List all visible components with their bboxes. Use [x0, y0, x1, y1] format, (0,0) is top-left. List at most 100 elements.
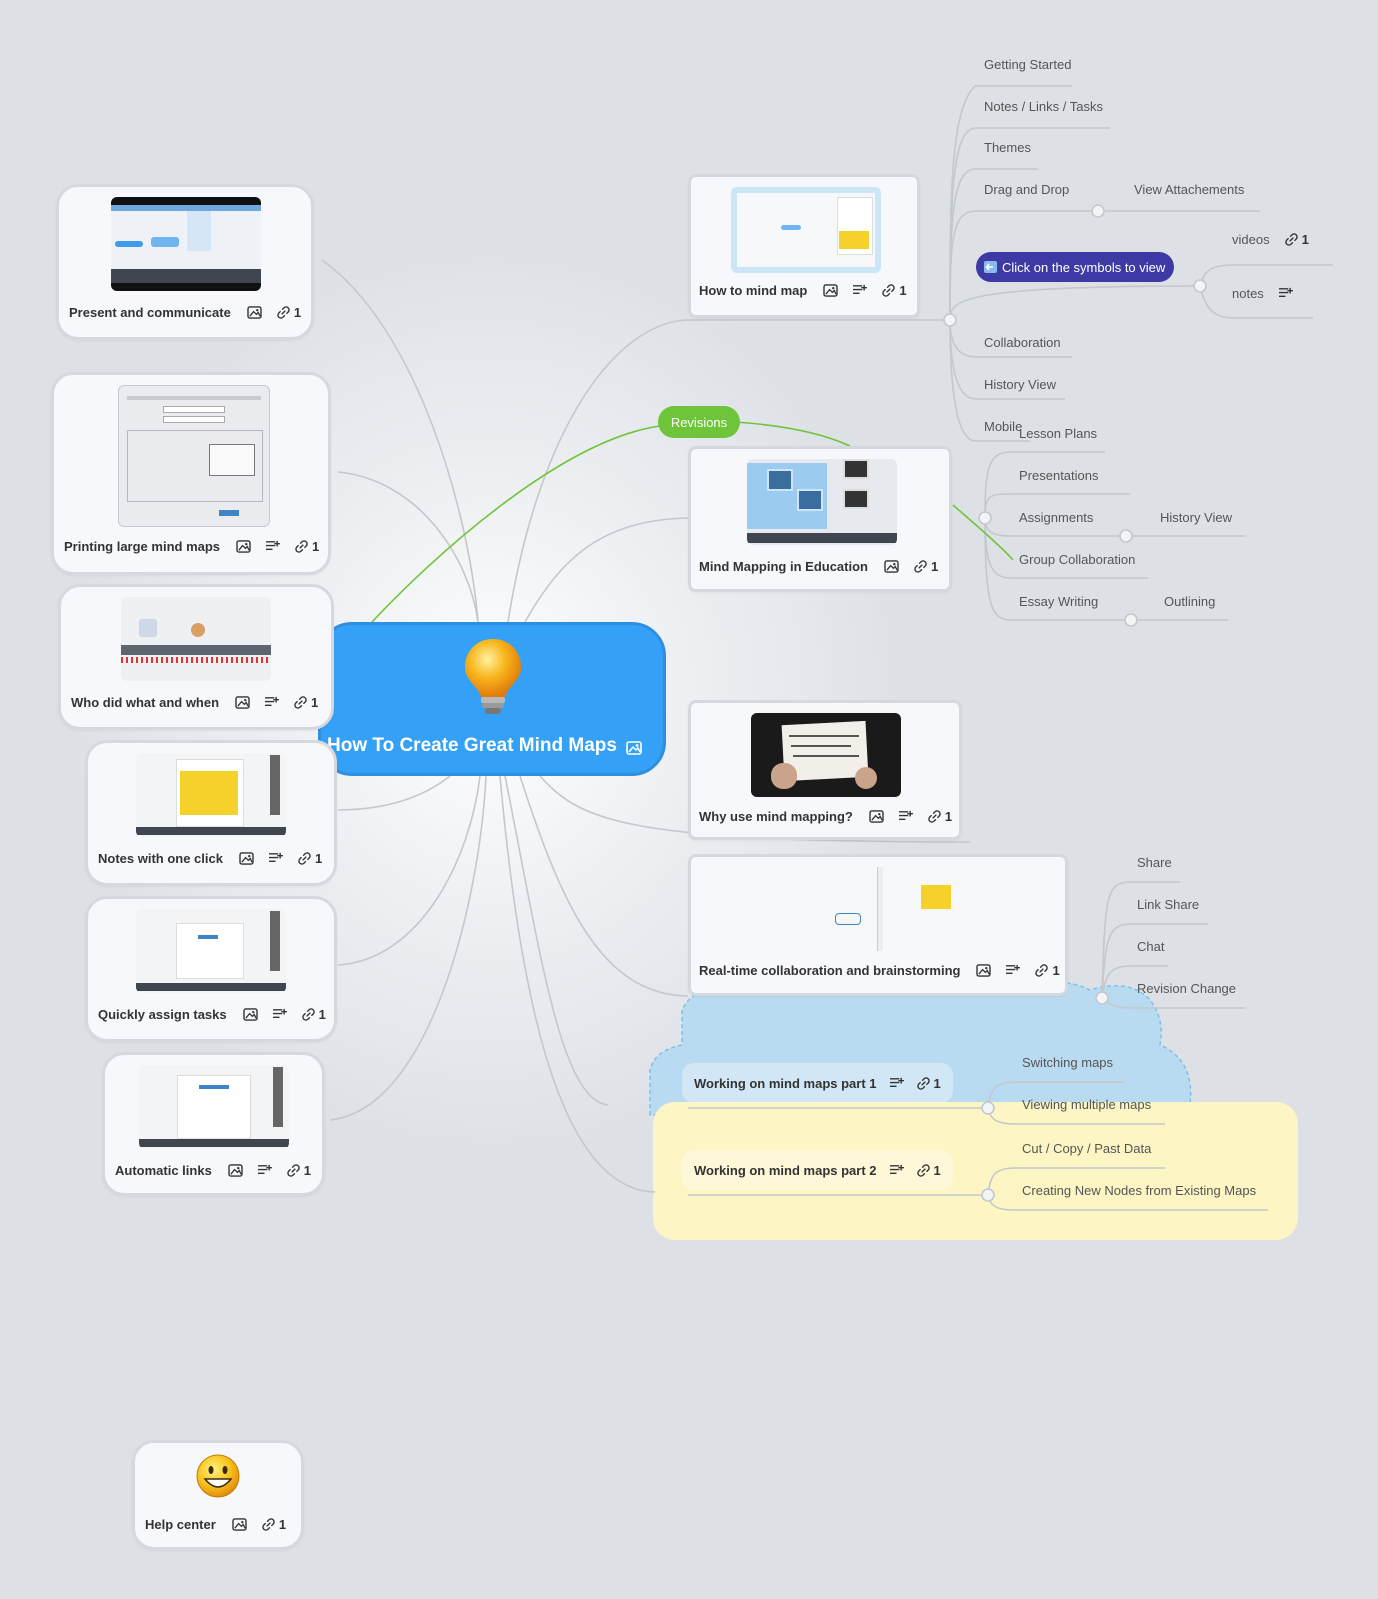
node-assign-tasks[interactable]: Quickly assign tasks 1 — [85, 896, 337, 1042]
link-icon[interactable]: 1 — [916, 1076, 941, 1091]
child-lesson-plans[interactable]: Lesson Plans — [1019, 426, 1098, 441]
node-present-communicate[interactable]: Present and communicate 1 — [56, 184, 314, 340]
node-who-did-what[interactable]: Who did what and when 1 — [58, 584, 334, 730]
link-count: 1 — [933, 1075, 941, 1091]
link-icon[interactable]: 1 — [293, 695, 318, 710]
image-icon[interactable] — [232, 1518, 247, 1531]
image-icon[interactable] — [236, 540, 251, 553]
node-printing[interactable]: Printing large mind maps 1 — [51, 372, 331, 575]
notes-icon[interactable] — [1278, 287, 1293, 300]
link-icon[interactable]: 1 — [1034, 963, 1060, 978]
autolinks-thumbnail — [139, 1065, 289, 1149]
image-icon[interactable] — [228, 1164, 243, 1177]
node-working-part-2[interactable]: Working on mind maps part 2 1 — [682, 1150, 953, 1190]
child-assignments[interactable]: Assignments — [1019, 510, 1094, 525]
notes-icon[interactable] — [265, 540, 280, 553]
notes-label: Notes with one click — [98, 851, 223, 866]
part2-label: Working on mind maps part 2 — [694, 1162, 877, 1178]
realtime-label: Real-time collaboration and brainstormin… — [699, 963, 961, 978]
notes-icon[interactable] — [1005, 964, 1021, 977]
child-chat[interactable]: Chat — [1137, 939, 1165, 954]
child-revision-change[interactable]: Revision Change — [1137, 981, 1237, 996]
node-automatic-links[interactable]: Automatic links 1 — [102, 1052, 325, 1196]
tasks-thumbnail — [136, 909, 286, 993]
child-view-attachements[interactable]: View Attachements — [1134, 182, 1245, 197]
link-count: 1 — [1301, 232, 1309, 247]
link-icon[interactable]: 1 — [276, 305, 301, 320]
callout-label: Click on the symbols to view — [1002, 259, 1166, 275]
image-icon[interactable] — [239, 852, 254, 865]
notes-icon[interactable] — [268, 852, 283, 865]
notes-icon[interactable] — [889, 1077, 904, 1090]
link-count: 1 — [303, 1163, 312, 1178]
child-notes[interactable]: notes — [1232, 286, 1293, 301]
link-icon[interactable]: 1 — [297, 851, 322, 866]
child-outlining[interactable]: Outlining — [1164, 594, 1216, 609]
node-realtime-collaboration[interactable]: Real-time collaboration and brainstormin… — [688, 854, 1068, 996]
child-group-collaboration[interactable]: Group Collaboration — [1019, 552, 1136, 567]
child-collaboration[interactable]: Collaboration — [984, 335, 1061, 350]
link-icon[interactable]: 1 — [261, 1517, 286, 1532]
printing-thumbnail — [118, 385, 270, 527]
image-icon[interactable] — [869, 810, 884, 823]
image-icon[interactable] — [976, 964, 992, 977]
notes-icon[interactable] — [852, 284, 868, 297]
present-label: Present and communicate — [69, 305, 231, 320]
child-essay-writing[interactable]: Essay Writing — [1019, 594, 1099, 609]
notes-thumbnail — [136, 753, 286, 837]
callout-click-symbols[interactable]: Click on the symbols to view — [976, 252, 1174, 282]
child-history-view[interactable]: History View — [984, 377, 1057, 392]
node-notes-one-click[interactable]: Notes with one click 1 — [85, 740, 337, 886]
link-icon[interactable]: 1 — [881, 283, 907, 298]
child-videos[interactable]: videos 1 — [1232, 232, 1309, 247]
node-why-mind-mapping[interactable]: Why use mind mapping? 1 — [688, 700, 962, 840]
notes-icon[interactable] — [889, 1164, 904, 1177]
child-link-share[interactable]: Link Share — [1137, 897, 1200, 912]
child-presentations[interactable]: Presentations — [1019, 468, 1099, 483]
link-icon[interactable]: 1 — [913, 559, 938, 574]
child-notes-links-tasks[interactable]: Notes / Links / Tasks — [984, 99, 1103, 114]
link-count: 1 — [933, 1162, 941, 1178]
central-topic[interactable]: How To Create Great Mind Maps — [318, 622, 666, 776]
image-icon[interactable] — [823, 284, 839, 297]
node-working-part-1[interactable]: Working on mind maps part 1 1 — [682, 1063, 953, 1103]
link-count: 1 — [899, 283, 907, 298]
notes-icon[interactable] — [257, 1164, 272, 1177]
child-drag-and-drop[interactable]: Drag and Drop — [984, 182, 1070, 197]
part1-label: Working on mind maps part 1 — [694, 1075, 877, 1091]
child-mobile[interactable]: Mobile — [984, 419, 1023, 434]
notes-icon[interactable] — [272, 1008, 287, 1021]
child-creating-new-nodes[interactable]: Creating New Nodes from Existing Maps — [1022, 1183, 1257, 1198]
link-count: 1 — [311, 695, 319, 710]
node-revisions[interactable]: Revisions — [658, 406, 740, 438]
child-share[interactable]: Share — [1137, 855, 1172, 870]
link-icon[interactable]: 1 — [916, 1163, 941, 1178]
link-icon[interactable]: 1 — [1284, 232, 1309, 247]
link-icon[interactable]: 1 — [301, 1007, 326, 1022]
who-label: Who did what and when — [71, 695, 220, 710]
link-icon[interactable]: 1 — [927, 809, 952, 824]
link-icon[interactable]: 1 — [294, 539, 319, 554]
node-help-center[interactable]: Help center 1 — [132, 1440, 304, 1550]
node-education[interactable]: Mind Mapping in Education 1 — [688, 446, 952, 592]
child-viewing-multiple-maps[interactable]: Viewing multiple maps — [1022, 1097, 1152, 1112]
image-icon[interactable] — [626, 741, 642, 755]
child-cut-copy-past[interactable]: Cut / Copy / Past Data — [1022, 1141, 1152, 1156]
child-switching-maps[interactable]: Switching maps — [1022, 1055, 1114, 1070]
node-how-to-mind-map[interactable]: How to mind map 1 — [688, 174, 920, 318]
image-icon[interactable] — [884, 560, 899, 573]
child-themes[interactable]: Themes — [984, 140, 1031, 155]
education-thumbnail — [747, 459, 897, 545]
image-icon[interactable] — [242, 1008, 258, 1021]
image-icon[interactable] — [247, 306, 262, 319]
printing-label: Printing large mind maps — [64, 539, 221, 554]
notes-icon[interactable] — [898, 810, 913, 823]
tasks-label: Quickly assign tasks — [98, 1007, 227, 1022]
link-count: 1 — [944, 809, 953, 824]
notes-icon[interactable] — [264, 696, 279, 709]
child-assignments-history[interactable]: History View — [1160, 510, 1233, 525]
child-getting-started[interactable]: Getting Started — [984, 57, 1072, 72]
link-icon[interactable]: 1 — [286, 1163, 311, 1178]
image-icon[interactable] — [235, 696, 250, 709]
